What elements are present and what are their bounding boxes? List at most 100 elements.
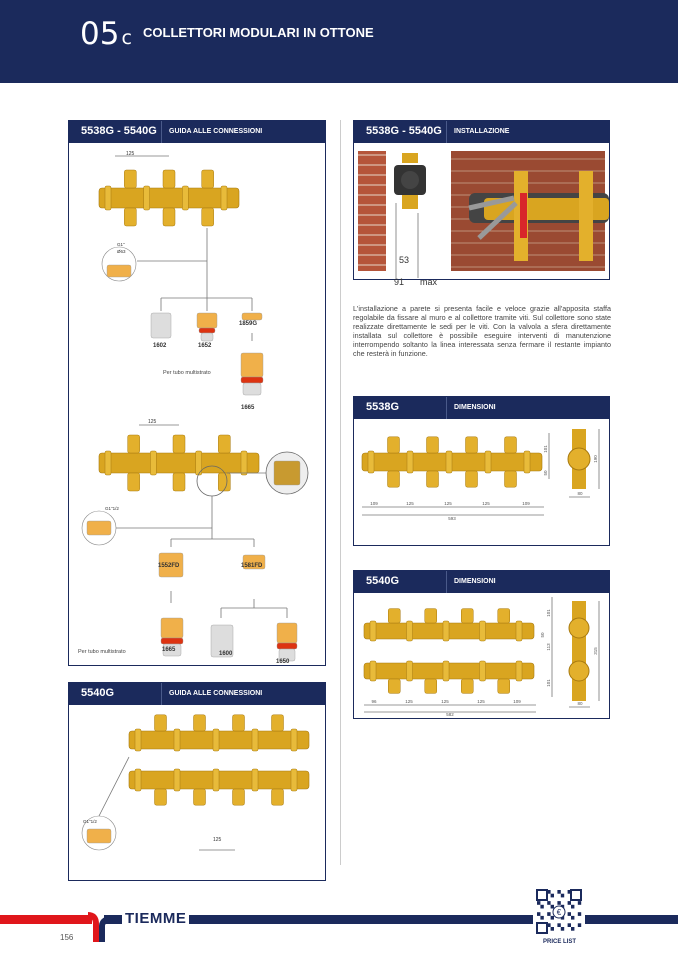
- part-1859g: 1859G: [239, 321, 258, 327]
- manifold-ring: [195, 450, 202, 476]
- outlet-bottom: [193, 788, 206, 806]
- qr-module: [550, 893, 554, 898]
- manifold-ring: [369, 620, 377, 642]
- euro-icon: €: [557, 908, 562, 917]
- collector-outlet: [579, 171, 593, 261]
- qr-module: [557, 923, 561, 927]
- brand-logo-icon: [88, 912, 118, 942]
- panel-subtitle: DIMENSIONI: [454, 404, 496, 411]
- qr-module: [560, 915, 565, 920]
- qr-module: [560, 927, 565, 931]
- manifold-ring: [367, 450, 375, 474]
- side-view-circle: [568, 617, 590, 639]
- dim-53: 53: [399, 255, 410, 265]
- qr-module: [550, 915, 554, 920]
- connection-diagram: [81, 155, 309, 662]
- dimension-label: 125: [477, 699, 485, 704]
- qr-module: [550, 904, 554, 909]
- outlet-top: [193, 714, 206, 732]
- manifold-body: [98, 187, 240, 209]
- thread-detail: [86, 828, 112, 844]
- part-1552fd: 1552FD: [158, 563, 180, 569]
- side-view-circle: [567, 447, 591, 471]
- dimension-label: 109: [370, 501, 378, 506]
- panel-code: 5540G: [366, 575, 400, 587]
- dimension-label: 125: [482, 501, 490, 506]
- qr-module: [567, 890, 571, 894]
- outlet-bottom: [387, 470, 400, 488]
- manifold-ring: [479, 660, 486, 682]
- connector-line: [98, 756, 130, 817]
- thread-label: G1"1/2: [83, 819, 97, 824]
- side-view-circle: [568, 660, 590, 682]
- outlet-bottom: [162, 207, 176, 227]
- thread-detail: [86, 520, 112, 536]
- manifold-ring: [212, 728, 220, 752]
- panel-subtitle: GUIDA ALLE CONNESSIONI: [169, 128, 263, 135]
- manifold-ring: [406, 620, 413, 642]
- outlet-top: [271, 714, 284, 732]
- connection-diagram-5540: [81, 714, 310, 851]
- dimension-label: 80: [577, 701, 583, 706]
- outlet-bottom: [424, 678, 437, 694]
- footer-red-bar: [0, 915, 92, 924]
- column-divider: [340, 120, 341, 865]
- outlet-bottom: [232, 788, 245, 806]
- outlet-top: [232, 714, 245, 732]
- qr-module: [537, 912, 541, 916]
- outlet-top: [388, 608, 401, 624]
- qr-module: [547, 912, 551, 916]
- red-ring: [198, 327, 216, 334]
- outlet-top: [218, 434, 231, 454]
- panel-code: 5540G: [81, 687, 115, 699]
- qr-module: [577, 912, 582, 916]
- panel-code: 5538G - 5540G: [366, 125, 442, 137]
- dimension-label: 80: [577, 491, 583, 496]
- manifold-ring: [251, 768, 259, 792]
- manifold-ring: [104, 450, 112, 476]
- manifold-ring: [240, 450, 248, 476]
- outlet-bottom: [154, 788, 167, 806]
- side-view: [572, 601, 586, 701]
- spacing-label: 125: [213, 837, 222, 843]
- collector-bottom: [402, 195, 418, 209]
- brand-name: TIEMME: [122, 910, 190, 927]
- manifold-ring: [182, 185, 189, 211]
- qr-module: [577, 923, 582, 927]
- dimension-label: 101: [546, 679, 551, 687]
- fitting-sleeve: [200, 332, 214, 342]
- manifold-ring: [150, 450, 157, 476]
- qr-module: [571, 927, 575, 931]
- part-1665: 1665: [241, 405, 255, 411]
- manifold-ring: [515, 620, 523, 642]
- outlet-top: [127, 434, 140, 454]
- fitting-1665: [160, 617, 184, 639]
- dimension-label: 96: [371, 699, 377, 704]
- installation-images: [358, 151, 609, 278]
- qr-module: [537, 901, 541, 905]
- outlet-top: [465, 436, 478, 454]
- dim-91: 91: [394, 277, 405, 287]
- outlet-bottom: [461, 678, 474, 694]
- manifold-ring: [369, 660, 377, 682]
- qr-code-icon[interactable]: €: [533, 888, 585, 936]
- part-1602: 1602: [153, 343, 167, 349]
- manifold-ring: [479, 620, 486, 642]
- manifold-body: [98, 452, 260, 474]
- manifold-ring: [134, 728, 142, 752]
- outlet-bottom: [124, 207, 137, 227]
- panel-code: 5538G - 5540G: [81, 125, 157, 137]
- qr-module: [571, 915, 575, 920]
- outlet-bottom: [218, 472, 231, 492]
- manifold-ring: [406, 450, 414, 474]
- outlet-top: [426, 436, 439, 454]
- outlet-bottom: [271, 788, 284, 806]
- fitting-1552fd: [158, 552, 184, 578]
- brick-wall: [358, 151, 386, 271]
- red-ring: [276, 642, 298, 650]
